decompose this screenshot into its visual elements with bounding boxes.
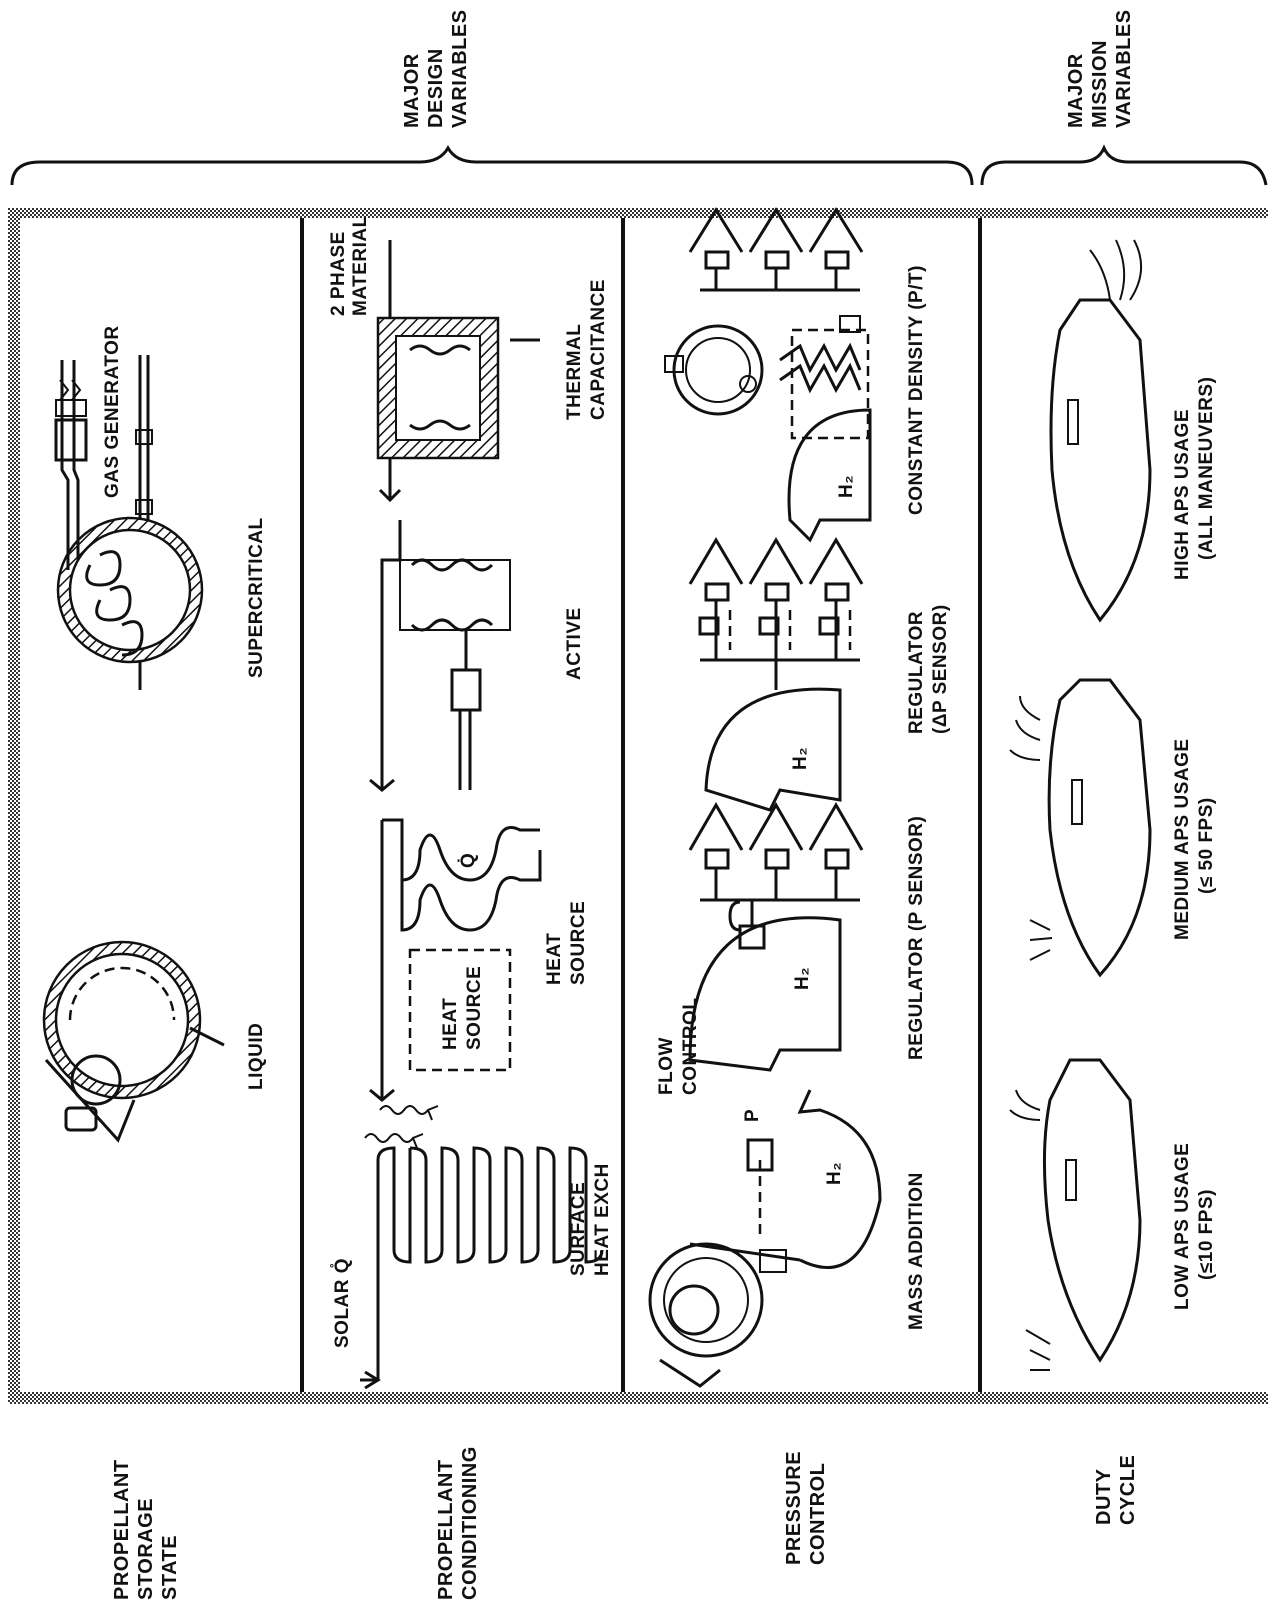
constant-density-h2-label: H₂ bbox=[836, 475, 857, 498]
mission-variables-label: MAJOR MISSION VARIABLES bbox=[1065, 9, 1135, 128]
row-label-storage-state: PROPELLANT STORAGE STATE bbox=[111, 1453, 181, 1600]
solar-q-callout: SOLAR Q̊ bbox=[330, 1258, 353, 1348]
two-phase-material-callout: 2 PHASE MATERIAL bbox=[328, 215, 371, 316]
liquid-tank-illustration bbox=[44, 942, 224, 1140]
regulator-p-h2-label: H₂ bbox=[792, 967, 813, 990]
gas-generator-callout: GAS GENERATOR bbox=[102, 325, 123, 498]
high-aps-usage-illustration bbox=[1051, 240, 1150, 620]
design-variables-brace bbox=[12, 148, 972, 185]
medium-aps-usage-illustration bbox=[1010, 680, 1150, 975]
mission-variables-brace bbox=[982, 148, 1266, 185]
low-aps-usage-illustration bbox=[1010, 1060, 1140, 1370]
matrix-frame bbox=[8, 208, 1268, 1404]
surface-heat-exchanger-illustration bbox=[360, 1106, 602, 1388]
row-label-duty-cycle: DUTY CYCLE bbox=[1093, 1455, 1139, 1525]
design-variables-label: MAJOR DESIGN VARIABLES bbox=[401, 9, 471, 128]
regulator-delta-p-illustration bbox=[690, 540, 862, 810]
medium-aps-usage-caption: MEDIUM APS USAGE (≤ 50 FPS) bbox=[1172, 733, 1217, 940]
q-dot-callout: Q̇ bbox=[457, 853, 479, 868]
row-label-pressure-control: PRESSURE CONTROL bbox=[783, 1445, 829, 1565]
supercritical-tank-illustration bbox=[56, 355, 202, 690]
active-caption: ACTIVE bbox=[564, 607, 585, 680]
heat-source-caption: HEAT SOURCE bbox=[544, 901, 589, 985]
mass-addition-illustration bbox=[650, 1090, 880, 1386]
high-aps-usage-caption: HIGH APS USAGE (ALL MANEUVERS) bbox=[1172, 377, 1217, 580]
liquid-caption: LIQUID bbox=[246, 1023, 267, 1090]
thermal-capacitance-illustration bbox=[378, 240, 540, 500]
heat-source-box-text: HEAT SOURCE bbox=[440, 966, 485, 1050]
mass-addition-caption: MASS ADDITION bbox=[906, 1172, 927, 1330]
constant-density-caption: CONSTANT DENSITY (P/T) bbox=[906, 265, 927, 515]
mass-addition-h2-label: H₂ bbox=[824, 1162, 845, 1185]
p-sensor-label: P bbox=[742, 1109, 763, 1122]
thermal-capacitance-caption: THERMAL CAPACITANCE bbox=[564, 279, 609, 420]
row-label-conditioning: PROPELLANT CONDITIONING bbox=[435, 1446, 481, 1600]
low-aps-usage-caption: LOW APS USAGE (≤10 FPS) bbox=[1172, 1137, 1217, 1310]
heat-source-illustration bbox=[370, 820, 540, 1100]
surface-heat-exch-caption: SURFACE HEAT EXCH bbox=[568, 1163, 613, 1276]
active-conditioning-illustration bbox=[370, 520, 510, 790]
regulator-delta-p-caption: REGULATOR (ΔP SENSOR) bbox=[906, 604, 951, 734]
regulator-p-sensor-caption: REGULATOR (P SENSOR) bbox=[906, 816, 927, 1060]
regulator-dp-h2-label: H₂ bbox=[790, 747, 811, 770]
regulator-p-sensor-illustration bbox=[690, 805, 862, 1070]
supercritical-caption: SUPERCRITICAL bbox=[246, 517, 267, 678]
